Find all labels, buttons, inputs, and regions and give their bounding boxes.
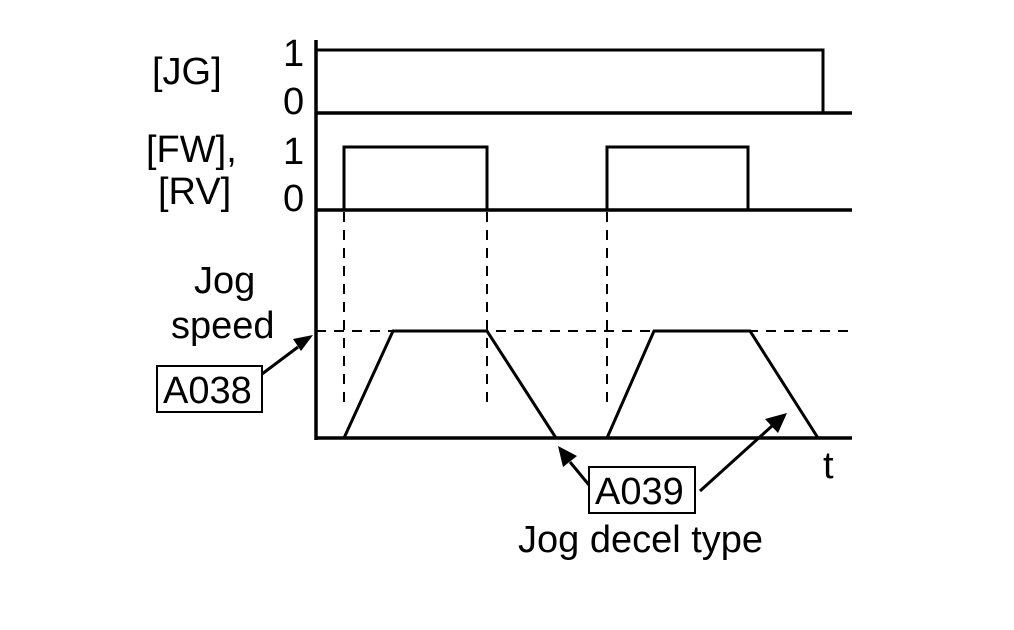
a039-arrowhead-right [765,413,787,433]
jog-speed-label-line2: speed [171,305,275,347]
jg-high-label: 1 [283,33,304,75]
fw-rv-signal-label-line1: [FW], [146,129,237,171]
a039-code: A039 [595,471,684,513]
fw-rv-pulse-1 [316,145,489,212]
a038-box [156,365,263,413]
jg-signal-label: [JG] [152,51,222,93]
a039-arrow-line-right [698,424,774,493]
speed-profile-2 [605,329,820,439]
a039-arrow-line-left [568,461,591,486]
jg-pulse [316,48,825,113]
a039-arrowhead-left [558,446,577,467]
speed-profile-1 [342,329,558,439]
fw-rv-signal-label-line2: [RV] [158,171,231,213]
time-axis-label: t [823,445,834,487]
a039-description: Jog decel type [518,519,763,561]
a038-arrow-line [261,345,299,376]
jg-low-label: 0 [283,81,304,123]
jog-speed-label-line1: Jog [194,260,255,302]
fw-rv-high-label: 1 [283,131,304,173]
a039-box [588,466,696,514]
fw-rv-low-label: 0 [283,178,304,220]
a038-arrowhead [293,335,313,351]
fw-rv-pulse-2 [605,145,750,210]
a038-code: A038 [163,370,252,412]
